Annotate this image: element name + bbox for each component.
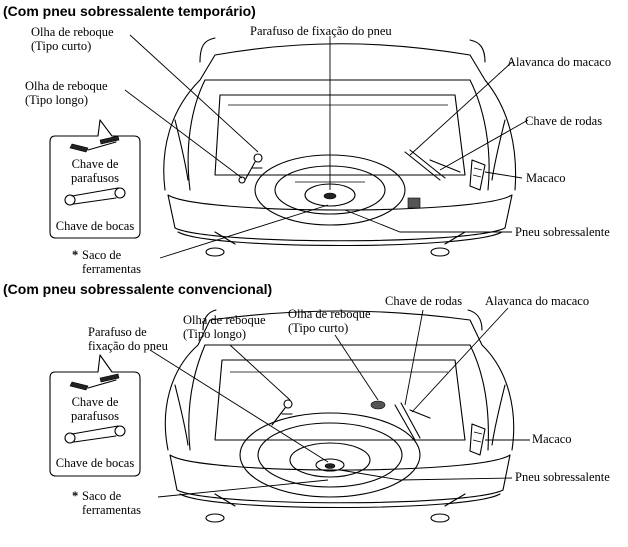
bottom-leader-lines — [149, 307, 530, 498]
bottom-label-lug-wrench: Chave de rodas — [385, 294, 462, 308]
top-label-tool-bag-1: Saco de — [82, 248, 122, 262]
bottom-label-jack-lever: Alavanca do macaco — [485, 294, 589, 308]
bottom-screwdriver-icon — [69, 373, 120, 391]
top-label-tow-long-2: (Tipo longo) — [25, 93, 88, 107]
top-label-asterisk: * — [72, 248, 78, 262]
top-screwdriver-label-1: Chave de — [72, 157, 119, 171]
bottom-label-tow-short-1: Olha de reboque — [288, 307, 371, 321]
top-spanner-label: Chave de bocas — [56, 219, 135, 233]
bottom-label-bolt-1: Parafuso de — [88, 325, 147, 339]
top-label-tow-short-2: (Tipo curto) — [31, 39, 91, 53]
bottom-label-tool-bag-1: Saco de — [82, 489, 122, 503]
bottom-label-tow-long-2: (Tipo longo) — [183, 327, 246, 341]
top-label-tow-long-1: Olha de reboque — [25, 79, 108, 93]
bottom-screwdriver-label-1: Chave de — [72, 395, 119, 409]
top-label-spare-tire: Pneu sobressalente — [515, 225, 610, 239]
top-label-lug-wrench: Chave de rodas — [525, 114, 602, 128]
bottom-label-bolt-2: fixação do pneu — [88, 339, 169, 353]
top-label-bolt: Parafuso de fixação do pneu — [250, 24, 392, 38]
top-label-jack-lever: Alavanca do macaco — [507, 55, 611, 69]
bottom-spanner-label: Chave de bocas — [56, 456, 135, 470]
top-spanner-icon — [64, 187, 126, 206]
top-screwdriver-label-2: parafusos — [71, 171, 119, 185]
top-leader-lines — [124, 34, 529, 259]
bottom-label-spare-tire: Pneu sobressalente — [515, 470, 610, 484]
top-section-title: (Com pneu sobressalente temporário) — [3, 3, 256, 19]
bottom-screwdriver-label-2: parafusos — [71, 409, 119, 423]
top-screwdriver-icon — [69, 135, 120, 153]
bottom-label-tool-bag-2: ferramentas — [82, 503, 141, 517]
bottom-label-tow-short-2: (Tipo curto) — [288, 321, 348, 335]
bottom-spanner-icon — [64, 425, 126, 444]
bottom-label-tow-long-1: Olha de reboque — [183, 313, 266, 327]
top-label-tow-short-1: Olha de reboque — [31, 25, 114, 39]
bottom-section-title: (Com pneu sobressalente convencional) — [3, 281, 272, 297]
top-label-jack: Macaco — [526, 171, 566, 185]
bottom-label-asterisk: * — [72, 489, 78, 503]
bottom-tool-bag-callout: Chave de parafusos Chave de bocas — [49, 354, 141, 477]
bottom-label-jack: Macaco — [532, 432, 572, 446]
top-tool-bag-callout: Chave de parafusos Chave de bocas — [49, 119, 141, 239]
bottom-car-trunk-illustration — [164, 309, 515, 523]
top-car-trunk-illustration — [163, 37, 517, 257]
top-label-tool-bag-2: ferramentas — [82, 262, 141, 276]
